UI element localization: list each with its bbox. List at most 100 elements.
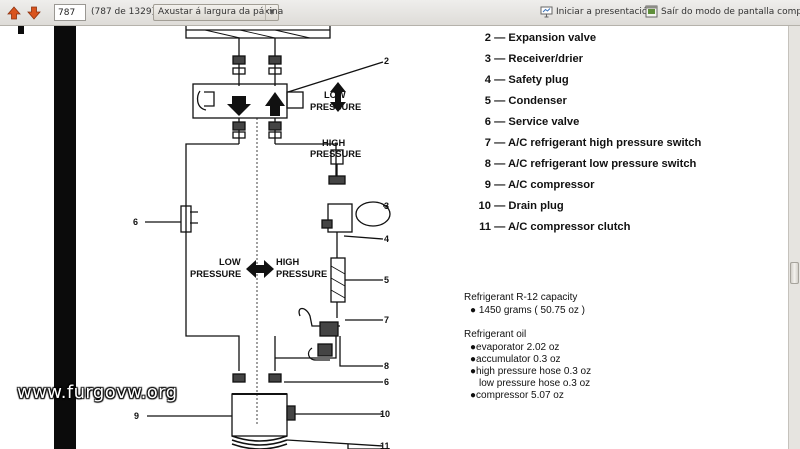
page-number-input[interactable]: 787 — [54, 4, 86, 21]
legend-item: 8 — A/C refrigerant low pressure switch — [484, 158, 697, 170]
callout-2: 2 — [384, 56, 389, 66]
arrow-up-icon — [7, 6, 21, 20]
low-pressure-mid-line2: PRESSURE — [190, 269, 241, 279]
expansion-valve-element — [196, 90, 215, 111]
document-page: LOW PRESSURE HIGH PRESSURE LOW PRESSURE … — [0, 26, 788, 449]
fitting-10 — [232, 373, 246, 383]
high-pressure-mid-line2: PRESSURE — [276, 269, 327, 279]
fitting-3 — [232, 67, 246, 75]
start-presentation-label: Iniciar a presentación — [556, 6, 654, 17]
fitting-7 — [232, 131, 246, 139]
capacity-value-row: ● 1450 grams ( 50.75 oz ) — [470, 305, 585, 316]
exit-fullscreen-icon — [645, 5, 658, 18]
legend-item: 5 — Condenser — [484, 95, 567, 107]
callout-line-2 — [287, 61, 384, 93]
arrow-leftright — [246, 260, 274, 278]
fitting-6 — [268, 121, 282, 131]
fitting-8 — [268, 131, 282, 139]
oil-title: Refrigerant oil — [464, 329, 527, 340]
next-page-button[interactable] — [25, 4, 43, 22]
zoom-select-value: Axustar á largura da páxina — [158, 7, 284, 17]
page-count-label: (787 de 1329) — [91, 7, 156, 17]
fitting-9 — [328, 175, 346, 185]
high-pressure-line-top — [275, 143, 337, 176]
callout-line-8 — [339, 336, 383, 367]
compressor-body — [231, 393, 288, 437]
callout-6-left: 6 — [133, 217, 138, 227]
zoom-select[interactable]: Axustar á largura da páxina ▼ — [153, 4, 283, 21]
low-pressure-line — [185, 143, 240, 371]
scan-border-corner — [18, 26, 24, 34]
low-pressure-switch — [307, 347, 330, 361]
service-valve-left — [180, 205, 192, 233]
exit-fullscreen-button[interactable]: Saír do modo de pantalla completa — [645, 5, 800, 18]
presentation-icon — [540, 6, 553, 18]
low-pressure-top-line2: PRESSURE — [310, 102, 361, 112]
legend-item: 9 — A/C compressor — [484, 179, 595, 191]
callout-7: 7 — [384, 315, 389, 325]
chevron-down-icon: ▼ — [265, 5, 278, 20]
fitting-4 — [268, 67, 282, 75]
condenser-box — [330, 257, 346, 303]
fitting-5 — [232, 121, 246, 131]
callout-8: 8 — [384, 361, 389, 371]
fitting-11 — [268, 373, 282, 383]
callout-6-right: 6 — [384, 377, 389, 387]
callout-5: 5 — [384, 275, 389, 285]
switch-block-2 — [317, 343, 333, 357]
callout-line-11 — [286, 439, 384, 447]
oil-item: ●accumulator 0.3 oz — [470, 354, 561, 365]
start-presentation-button[interactable]: Iniciar a presentación — [540, 5, 653, 18]
previous-page-button[interactable] — [5, 4, 23, 22]
watermark: www.furgovw.org — [17, 382, 178, 403]
arrow-up-high — [265, 92, 285, 116]
capacity-title: Refrigerant R-12 capacity — [464, 292, 578, 303]
switch-block — [319, 321, 339, 337]
evaporator-hatch — [204, 29, 311, 39]
receiver-drier-mount — [327, 203, 353, 233]
legend-item: 10 — Drain plug — [478, 200, 564, 212]
callout-11: 11 — [380, 441, 390, 449]
low-pressure-mid-line1: LOW — [219, 257, 241, 267]
evaporator-outline — [185, 26, 331, 39]
high-line-bottom — [275, 336, 337, 359]
legend-item: 11 — A/C compressor clutch — [479, 221, 631, 233]
oil-item: ●evaporator 2.02 oz — [470, 342, 560, 353]
oil-item: low pressure hose o.3 oz — [479, 378, 591, 389]
high-pressure-mid-line1: HIGH — [276, 257, 300, 267]
scrollbar-thumb[interactable] — [790, 262, 799, 284]
legend-item: 4 — Safety plug — [484, 74, 569, 86]
fitting-2 — [268, 55, 282, 65]
callout-4: 4 — [384, 234, 389, 244]
arrow-updown — [330, 82, 346, 112]
vertical-scrollbar[interactable] — [788, 26, 800, 449]
page-box-edge — [347, 444, 390, 449]
service-valve-left-ports — [190, 211, 198, 224]
callout-9: 9 — [134, 411, 139, 421]
compressor-clutch — [231, 435, 288, 449]
condenser-hatch — [330, 265, 346, 299]
low-pressure-top-line1: LOW — [324, 90, 346, 100]
legend-item: 2 — Expansion valve — [484, 32, 597, 44]
exit-fullscreen-label: Saír do modo de pantalla completa — [661, 6, 800, 17]
high-pressure-top-line1: HIGH — [322, 138, 346, 148]
oil-item: ●compressor 5.07 oz — [470, 390, 564, 401]
arrow-down-icon — [27, 6, 41, 20]
flow-arrows — [227, 82, 346, 278]
callout-10: 10 — [380, 409, 390, 419]
ac-system-diagram: LOW PRESSURE HIGH PRESSURE LOW PRESSURE … — [133, 26, 391, 449]
oil-item: ●high pressure hose 0.3 oz — [470, 366, 592, 377]
high-pressure-top-line2: PRESSURE — [310, 149, 361, 159]
legend-item: 3 — Receiver/drier — [484, 53, 584, 65]
scan-border — [54, 26, 76, 449]
capacity-value: 1450 grams ( 50.75 oz ) — [478, 305, 585, 316]
toolbar: 787 (787 de 1329) Axustar á largura da p… — [0, 0, 800, 26]
callout-3: 3 — [384, 201, 389, 211]
legend-item: 7 — A/C refrigerant high pressure switch — [484, 137, 702, 149]
legend-item: 6 — Service valve — [484, 116, 580, 128]
arrow-down-low — [227, 96, 251, 116]
safety-plug — [321, 219, 333, 229]
receiver-drier-body — [355, 201, 391, 227]
fitting-1 — [232, 55, 246, 65]
expansion-valve-bulb — [286, 91, 304, 109]
